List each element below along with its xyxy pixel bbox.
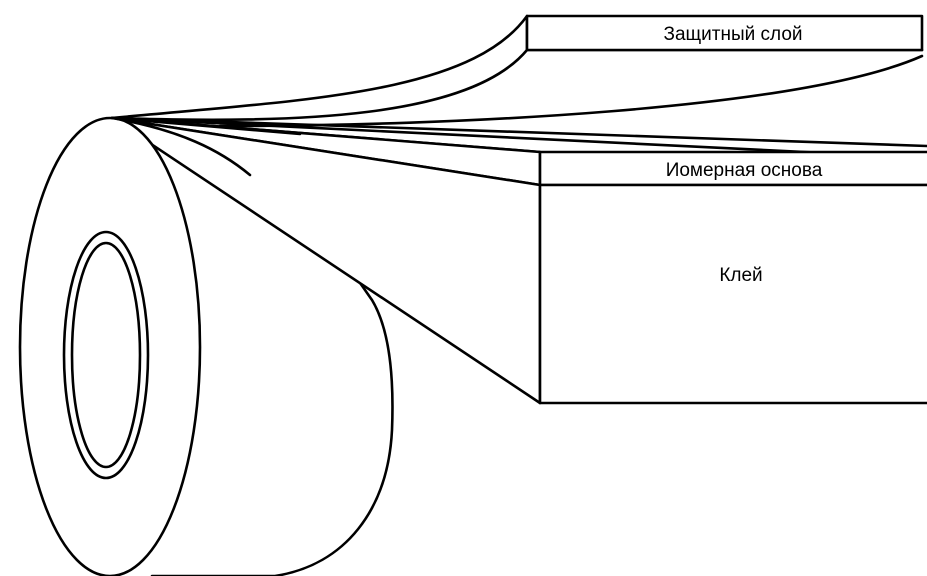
protective-layer-box: Защитный слой [525,14,924,52]
adhesive-block [538,183,927,405]
polymer-base-label: Иомерная основа [666,160,823,181]
roll-outer-face [18,116,202,576]
roll-tangent-lines [110,116,302,177]
roll-core-inner [70,241,142,469]
protective-layer-label: Защитный слой [663,24,802,45]
tape-roll-front [18,116,202,576]
roll-core-outer [62,230,150,480]
tape-strip: Иомерная основа Клей [110,116,927,405]
adhesive-label: Клей [719,265,762,286]
